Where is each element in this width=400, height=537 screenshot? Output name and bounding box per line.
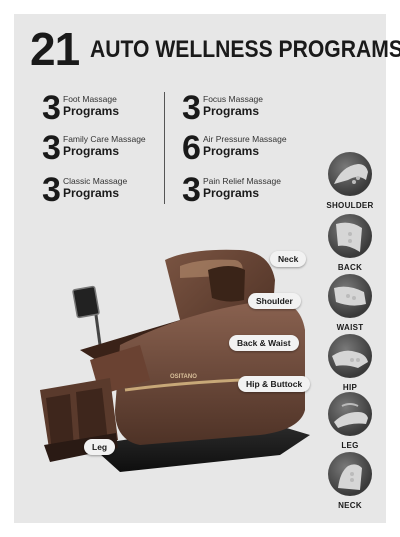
side-item-waist: WAIST	[322, 274, 378, 332]
callout-back-waist-label: Back & Waist	[237, 338, 291, 348]
program-count: 3	[182, 171, 201, 209]
shoulder-icon	[328, 152, 372, 196]
program-count: 3	[42, 171, 61, 209]
waist-icon	[328, 274, 372, 318]
callout-hip-buttock: Hip & Buttock	[238, 376, 311, 392]
program-suffix: Programs	[203, 186, 260, 200]
side-item-shoulder: SHOULDER	[322, 152, 378, 210]
side-item-back: BACK	[322, 214, 378, 272]
leg-rest-channel-right	[76, 388, 108, 447]
callout-leg: Leg	[84, 439, 116, 455]
side-label-hip: HIP	[342, 383, 358, 392]
callout-shoulder: Shoulder	[248, 293, 301, 309]
program-name: Family Care Massage	[63, 134, 146, 144]
program-count: 3	[42, 89, 61, 127]
massage-chair-image: OSITANO	[40, 249, 310, 472]
callout-neck: Neck	[270, 251, 307, 267]
program-name: Air Pressure Massage	[203, 134, 287, 144]
program-suffix: Programs	[203, 104, 260, 118]
side-item-leg: LEG	[322, 392, 378, 450]
program-suffix: Programs	[63, 104, 120, 118]
leg-rest-channel-left	[46, 394, 74, 452]
program-name: Focus Massage	[203, 94, 263, 104]
program-count: 6	[182, 129, 201, 167]
control-tablet	[72, 285, 100, 319]
side-label-shoulder: SHOULDER	[326, 201, 374, 210]
callout-leg-label: Leg	[92, 442, 108, 452]
neck-icon	[328, 452, 372, 496]
leg-icon	[328, 392, 372, 436]
program-suffix: Programs	[63, 144, 120, 158]
side-label-neck: NECK	[338, 501, 362, 510]
callout-back-waist: Back & Waist	[229, 335, 299, 351]
hip-icon	[328, 334, 372, 378]
program-count: 3	[42, 129, 61, 167]
headline-text: AUTO WELLNESS PROGRAMS	[90, 36, 400, 63]
column-divider	[164, 92, 165, 204]
program-name: Pain Relief Massage	[203, 176, 281, 186]
side-label-waist: WAIST	[336, 323, 364, 332]
side-item-neck: NECK	[322, 452, 378, 510]
callout-shoulder-label: Shoulder	[256, 296, 293, 306]
callout-hip-buttock-label: Hip & Buttock	[246, 379, 303, 389]
neck-pillow	[208, 266, 245, 302]
back-icon	[328, 214, 372, 258]
side-label-back: BACK	[337, 263, 363, 272]
side-label-leg: LEG	[341, 441, 359, 450]
program-name: Foot Massage	[63, 94, 117, 104]
headline-number: 21	[30, 23, 80, 75]
side-item-hip: HIP	[322, 334, 378, 392]
chair-brand-label: OSITANO	[170, 374, 197, 380]
program-name: Classic Massage	[63, 176, 128, 186]
program-suffix: Programs	[63, 186, 120, 200]
callout-neck-label: Neck	[278, 254, 299, 264]
program-count: 3	[182, 89, 201, 127]
program-suffix: Programs	[203, 144, 260, 158]
